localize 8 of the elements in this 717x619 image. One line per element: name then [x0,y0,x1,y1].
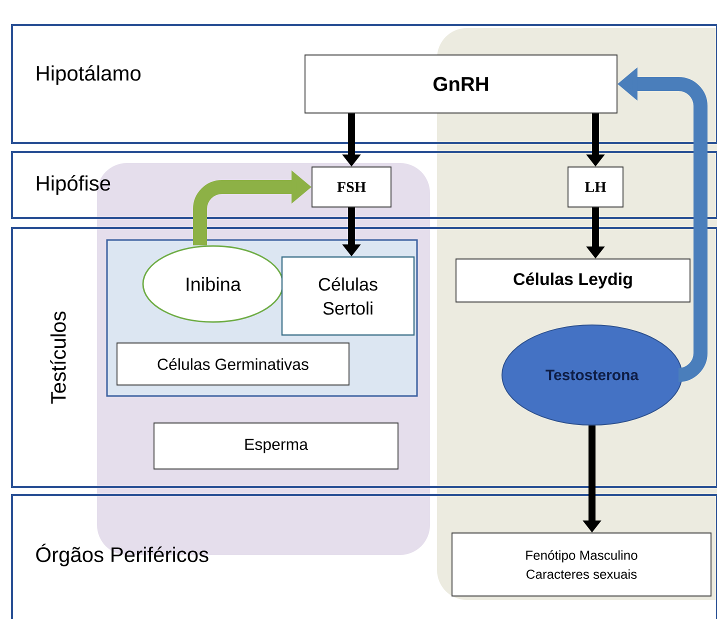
label-box: FSH [312,166,392,208]
label-box: GnRH [304,54,618,114]
label-box: LH [568,166,624,208]
label-box: Células Sertoli [281,256,415,336]
label-box: Células Leydig [456,258,690,302]
label-box: Esperma [154,422,398,470]
label-box: Fenótipo Masculino Caracteres sexuais [452,532,712,596]
label-box: Células Germinativas [116,342,350,386]
